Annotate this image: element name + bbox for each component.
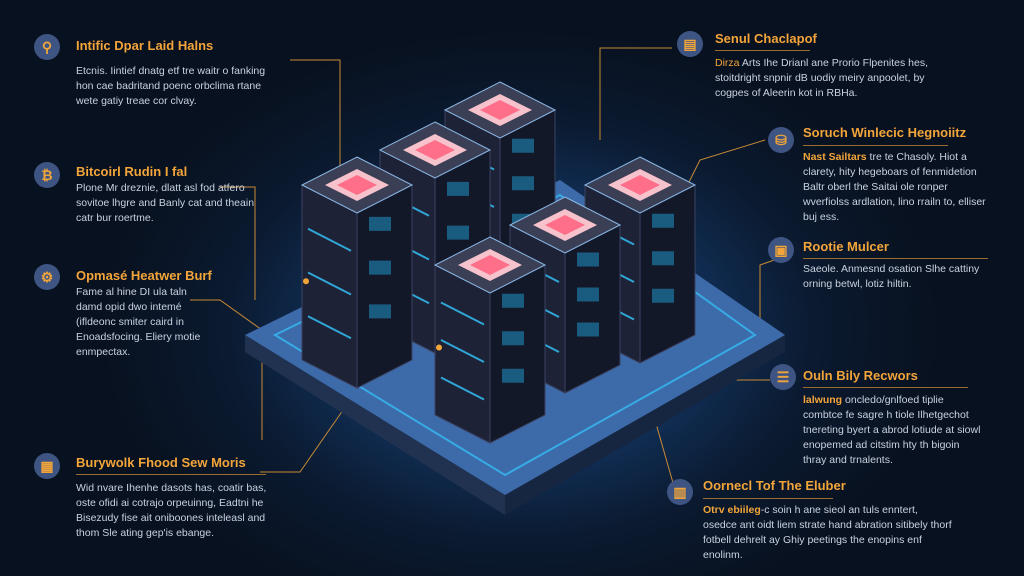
block-title: Oornecl Tof The Eluber bbox=[703, 478, 846, 493]
block-title: Rootie Mulcer bbox=[803, 239, 889, 254]
status-panel bbox=[652, 288, 674, 303]
tower-right-face bbox=[639, 184, 696, 364]
status-panel bbox=[447, 225, 469, 240]
body-lead: Dirza bbox=[715, 57, 740, 69]
glowing-chip bbox=[415, 140, 455, 160]
body-text: -c soin h ane sieol an tuls enntert, ose… bbox=[703, 504, 952, 561]
body-lead: Nast Sailtars bbox=[803, 151, 867, 163]
title-underline bbox=[703, 498, 833, 499]
rocket-icon: ⚲ bbox=[34, 34, 60, 60]
block-body: Fame al hine DI ula taln damd opid dwo i… bbox=[76, 286, 201, 358]
status-panel bbox=[512, 138, 534, 153]
block-body: Saeole. Anmesnd osation Slhe cattiny orn… bbox=[803, 263, 980, 290]
tower-right-face bbox=[356, 184, 413, 389]
status-panel bbox=[512, 176, 534, 191]
block-title: Bitcoirl Rudin I fal bbox=[76, 164, 188, 179]
block-body: lalwung oncledo/gnlfoed tiplie combtce f… bbox=[803, 393, 983, 468]
tower-right-face bbox=[489, 264, 546, 444]
title-underline bbox=[76, 474, 266, 475]
block-body: Plone Mr dreznie, dlatt asl fod atfero s… bbox=[76, 182, 255, 224]
tower-left-face bbox=[301, 184, 358, 389]
cyan-light-strip bbox=[440, 339, 485, 363]
status-panel bbox=[577, 252, 599, 267]
platform-side-right bbox=[505, 335, 785, 515]
mining-tower bbox=[300, 156, 414, 389]
glowing-chip bbox=[545, 215, 585, 235]
status-panel bbox=[577, 322, 599, 337]
glowing-chip bbox=[337, 175, 377, 195]
document-icon: ▤ bbox=[677, 31, 703, 57]
status-panel bbox=[369, 304, 391, 319]
status-panel bbox=[369, 260, 391, 275]
orange-node bbox=[303, 278, 309, 285]
cyan-light-strip bbox=[307, 227, 352, 252]
status-panel bbox=[502, 331, 524, 346]
cyan-light-strip bbox=[307, 271, 352, 296]
title-underline bbox=[803, 258, 988, 259]
mining-towers bbox=[300, 81, 697, 444]
status-panel bbox=[502, 368, 524, 383]
glowing-chip bbox=[620, 175, 660, 195]
title-underline bbox=[803, 145, 948, 146]
bitcoin-icon: ₿ bbox=[34, 162, 60, 188]
tower-right-face bbox=[564, 224, 621, 394]
status-panel bbox=[447, 181, 469, 196]
glowing-chip bbox=[470, 255, 510, 275]
connector-line bbox=[290, 59, 341, 175]
status-panel bbox=[369, 216, 391, 231]
body-text: Arts Ihe Drianl ane Prorio Flpenites hes… bbox=[715, 57, 929, 99]
connector-line bbox=[599, 47, 672, 140]
network-icon: ⛁ bbox=[768, 127, 794, 153]
body-lead: Otrv ebiileg bbox=[703, 504, 761, 516]
block-title: Intific Dpar Laid Halns bbox=[76, 38, 214, 53]
block-body: Dirza Arts Ihe Drianl ane Prorio Flpenit… bbox=[715, 56, 940, 101]
tower-left-face bbox=[434, 264, 491, 444]
status-panel bbox=[652, 213, 674, 228]
block-body: Otrv ebiileg-c soin h ane sieol an tuls … bbox=[703, 503, 953, 563]
platform-side-left bbox=[245, 335, 505, 515]
cyan-light-strip bbox=[440, 301, 485, 326]
block-title: Opmasé Heatwer Burf bbox=[76, 268, 212, 283]
body-text: oncledo/gnlfoed tiplie combtce fe sagre … bbox=[803, 394, 981, 466]
orange-node bbox=[436, 344, 442, 351]
cyan-light-strip bbox=[307, 315, 352, 340]
block-title: Senul Chaclapof bbox=[715, 31, 817, 46]
block-body: Etcnis. Iintief dnatg etf tre waitr o fa… bbox=[76, 65, 266, 107]
cyan-light-strip bbox=[440, 376, 485, 401]
monitor-icon: ▣ bbox=[768, 237, 794, 263]
body-text: tre te Chasoly. Hiot a clarety, hity heg… bbox=[803, 151, 986, 223]
status-panel bbox=[652, 251, 674, 266]
status-panel bbox=[502, 293, 524, 308]
connector-line bbox=[190, 299, 263, 440]
block-title: Burywolk Fhood Sew Moris bbox=[76, 455, 246, 470]
connector-line bbox=[220, 186, 256, 300]
miner-icon: ⚙ bbox=[34, 264, 60, 290]
body-lead: lalwung bbox=[803, 394, 843, 406]
block-title: Soruch Winlecic Hegnoiitz bbox=[803, 125, 967, 140]
block-title: Ouln Bily Recwors bbox=[803, 368, 918, 383]
server-icon: ☰ bbox=[770, 364, 796, 390]
mining-tower bbox=[433, 236, 547, 444]
status-panel bbox=[577, 287, 599, 302]
glowing-chip bbox=[480, 100, 520, 120]
connector-line bbox=[260, 399, 351, 473]
ledger-icon: ▥ bbox=[667, 479, 693, 505]
block-body: Nast Sailtars tre te Chasoly. Hiot a cla… bbox=[803, 150, 988, 225]
block-body: Wid nvare Ihenhe dasots has, coatir bas,… bbox=[76, 482, 267, 539]
title-underline bbox=[803, 387, 968, 388]
chip-icon: ▦ bbox=[34, 453, 60, 479]
title-underline bbox=[715, 50, 810, 51]
